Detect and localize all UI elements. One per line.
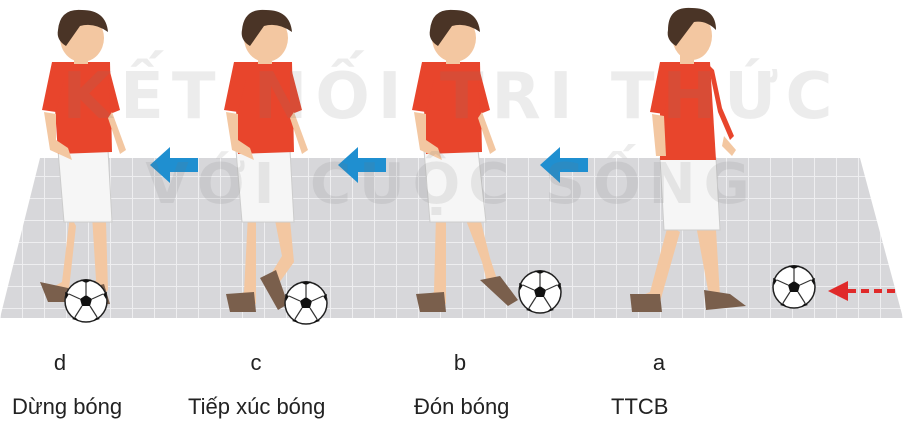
step-caption-b: Đón bóng	[414, 394, 509, 420]
soccer-ball-icon	[285, 281, 327, 324]
step-caption-d: Dừng bóng	[12, 394, 122, 420]
soccer-ball-icon	[773, 265, 815, 308]
scene-illustration	[0, 0, 903, 340]
step-caption-a: TTCB	[611, 394, 668, 420]
soccer-ball-icon	[519, 270, 561, 313]
step-letter-c: c	[236, 350, 276, 376]
step-letter-a: a	[639, 350, 679, 376]
step-letter-d: d	[40, 350, 80, 376]
soccer-ball-icon	[65, 279, 107, 322]
step-letter-b: b	[440, 350, 480, 376]
step-caption-c: Tiếp xúc bóng	[188, 394, 325, 420]
